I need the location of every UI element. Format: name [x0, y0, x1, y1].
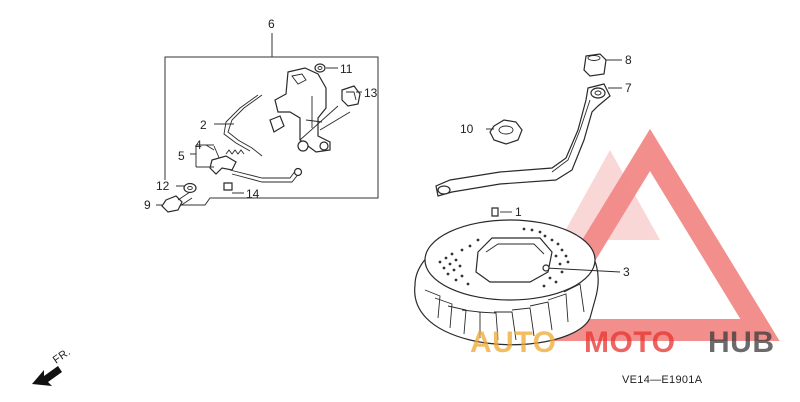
callout-13: 13 — [364, 86, 378, 100]
key-1 — [491, 207, 512, 217]
callout-4: 4 — [195, 138, 202, 152]
callout-7: 7 — [625, 81, 632, 95]
callout-1: 1 — [515, 205, 522, 219]
diagram-reference: VE14—E1901A — [622, 374, 703, 386]
flywheel-fins — [424, 283, 585, 341]
clip-13 — [341, 85, 361, 107]
watermark-part1: AUTO — [470, 326, 556, 359]
callout-8: 8 — [625, 53, 632, 67]
callout-11: 11 — [340, 62, 353, 76]
throttle-link — [209, 155, 303, 191]
watermark-text: AUTO MOTO HUB — [470, 326, 775, 359]
nut-11 — [314, 63, 326, 73]
callout-12: 12 — [156, 179, 170, 193]
governor-bracket — [269, 67, 331, 153]
bolt-9 — [161, 191, 193, 213]
direction-label: FR. — [51, 346, 73, 367]
callout-9: 9 — [144, 198, 151, 212]
washer-12 — [183, 182, 197, 194]
front-direction-arrow: FR. — [32, 346, 73, 386]
fan-stay — [435, 83, 611, 197]
flywheel-holes — [438, 227, 570, 288]
watermark-part2: MOTO — [584, 326, 675, 359]
callout-2: 2 — [200, 118, 207, 132]
callout-5: 5 — [178, 149, 185, 163]
flywheel — [414, 219, 621, 346]
callouts: 6 11 13 2 4 5 12 9 14 10 8 7 1 3 — [144, 17, 632, 279]
callout-6: 6 — [268, 17, 275, 31]
callout-14: 14 — [246, 187, 260, 201]
nut-8 — [583, 53, 607, 77]
leader-lines — [156, 59, 622, 206]
watermark-part3: HUB — [708, 326, 775, 359]
callout-3: 3 — [623, 265, 630, 279]
watermark-logo — [520, 128, 780, 341]
assembly-bracket-box — [164, 33, 379, 206]
callout-10: 10 — [460, 122, 474, 136]
nut-10 — [489, 119, 523, 145]
governor-rod — [223, 94, 263, 157]
